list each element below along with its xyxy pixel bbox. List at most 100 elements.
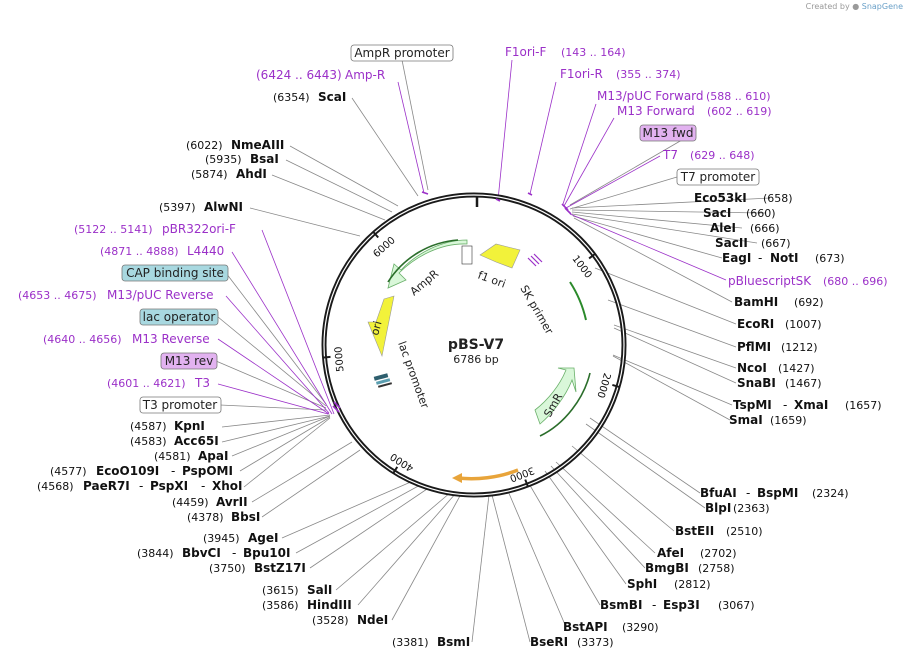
site-kpni-name: KpnI (174, 419, 205, 433)
svg-text:M13 fwd: M13 fwd (643, 126, 694, 140)
site-sacii-name: SacII (715, 236, 748, 250)
site-ecori-name: EcoRI (737, 317, 774, 331)
feature-label-f1ori: f1 ori (476, 269, 507, 291)
site-pspomi-name: PspOMI (182, 464, 233, 478)
site-bfuai-pos: (2324) (812, 487, 849, 500)
plasmid-size: 6786 bp (453, 353, 498, 366)
site-bmgbi-pos: (2758) (698, 562, 735, 575)
feature-sk-primer-site[interactable] (527, 253, 543, 267)
site-kpni-pos: (4587) (130, 420, 167, 433)
svg-text:-: - (652, 598, 656, 612)
site-alwni-name: AlwNI (204, 200, 243, 214)
feature-ori[interactable] (367, 295, 395, 358)
site-tspmi-pos: (1657) (845, 399, 882, 412)
site-agei-name: AgeI (248, 531, 278, 545)
site-nmeaiii-pos: (6022) (186, 139, 223, 152)
site-bamhi-pos: (692) (794, 296, 824, 309)
site-bsai-pos: (5935) (205, 153, 242, 166)
site-hindiii-name: HindIII (307, 598, 352, 612)
feature-label-sk-primer: SK primer (517, 283, 556, 337)
primer-leaders (217, 59, 727, 415)
svg-text:lac operator: lac operator (143, 310, 216, 324)
site-scai-name: ScaI (318, 90, 346, 104)
svg-text:-: - (232, 546, 236, 560)
site-alei-name: AleI (710, 221, 736, 235)
svg-text:-: - (171, 464, 175, 478)
box-cap-binding-site[interactable]: CAP binding site (121, 264, 229, 282)
site-eagi-name: EagI (722, 251, 751, 265)
box-lac-operator[interactable]: lac operator (139, 308, 219, 326)
box-m13-rev[interactable]: M13 rev (160, 352, 218, 370)
primer-t7-range: (629 .. 648) (690, 149, 755, 162)
site-snabi-pos: (1467) (785, 377, 822, 390)
feature-f1ori[interactable] (479, 243, 521, 269)
site-saci-name: SacI (703, 206, 731, 220)
site-noti-name: NotI (770, 251, 799, 265)
svg-text:T7 promoter: T7 promoter (680, 170, 756, 184)
feature-ampr[interactable] (387, 239, 468, 289)
site-avrii-pos: (4459) (172, 496, 209, 509)
site-ahdi-pos: (5874) (191, 168, 228, 181)
site-bstapi-pos: (3290) (622, 621, 659, 634)
site-ahdi-name: AhdI (236, 167, 267, 181)
site-labels-right: Eco53kI (658) SacI (660) AleI (666) SacI… (530, 191, 882, 649)
primer-m13puc-rev-name: M13/pUC Reverse (107, 288, 214, 302)
site-scai-pos: (6354) (273, 91, 310, 104)
box-t3-promoter[interactable]: T3 promoter (139, 396, 222, 414)
tick-label-2000: 2000 (594, 372, 612, 400)
site-bsmi-pos: (3381) (392, 636, 429, 649)
primer-pbr322ori-f-name: pBR322ori-F (162, 222, 236, 236)
site-ndei-name: NdeI (357, 613, 388, 627)
site-bstz17i-name: BstZ17I (254, 561, 306, 575)
primer-pbluescriptsk-name: pBluescriptSK (728, 274, 812, 288)
site-bsmbi-name: BsmBI (600, 598, 642, 612)
primer-pbr322ori-f-range: (5122 .. 5141) (74, 223, 153, 236)
site-nmeaiii-name: NmeAIII (231, 138, 284, 152)
ampr-promoter-mark (461, 245, 473, 265)
site-paer7i-name: PaeR7I (83, 479, 130, 493)
svg-text:M13 rev: M13 rev (165, 354, 214, 368)
site-apai-name: ApaI (198, 449, 228, 463)
primer-t3-name: T3 (194, 376, 210, 390)
tick-mark-4000 (392, 466, 399, 475)
site-bpu10i-name: Bpu10I (243, 546, 290, 560)
box-m13-fwd[interactable]: M13 fwd (639, 124, 697, 142)
site-ndei-pos: (3528) (312, 614, 349, 627)
box-ampr-promoter[interactable]: AmpR promoter (350, 44, 454, 62)
primer-l4440-range: (4871 .. 4888) (100, 245, 179, 258)
svg-text:T3 promoter: T3 promoter (142, 398, 218, 412)
site-eco53ki-name: Eco53kI (694, 191, 747, 205)
site-bstapi-name: BstAPI (563, 620, 608, 634)
site-avrii-name: AvrII (216, 495, 248, 509)
plasmid-name: pBS-V7 (448, 337, 504, 353)
primer-labels: (6424 .. 6443) Amp-R F1ori-F (143 .. 164… (18, 45, 888, 390)
svg-text:-: - (139, 479, 143, 493)
primer-amp-r-name: Amp-R (345, 68, 385, 82)
svg-text:AmpR promoter: AmpR promoter (354, 46, 449, 60)
primer-t7-name: T7 (662, 148, 678, 162)
primer-f1ori-f-range: (143 .. 164) (561, 46, 626, 59)
site-saci-pos: (660) (746, 207, 776, 220)
feature-arc-green-right (569, 281, 587, 321)
site-blpi-pos: (2363) (733, 502, 770, 515)
svg-text:-: - (758, 251, 762, 265)
box-t7-promoter[interactable]: T7 promoter (676, 168, 760, 186)
site-alwni-pos: (5397) (159, 201, 196, 214)
site-bfuai-name: BfuAI (700, 486, 737, 500)
snapgene-logo-icon: ● (852, 2, 860, 11)
site-paer7i-pos: (4568) (37, 480, 74, 493)
site-smai-name: SmaI (729, 413, 763, 427)
site-bspmi-name: BspMI (757, 486, 798, 500)
site-bmgbi-name: BmgBI (645, 561, 689, 575)
site-bsmi-name: BsmI (437, 635, 470, 649)
tick-mark-3000 (524, 479, 530, 488)
site-bseri-name: BseRI (530, 635, 568, 649)
tick-label-6000: 6000 (371, 235, 397, 260)
tick-mark-5000 (322, 355, 331, 359)
site-bbvci-name: BbvCI (182, 546, 221, 560)
feature-smr[interactable] (534, 367, 591, 437)
credit-brand: SnapGene (861, 2, 903, 11)
site-snabi-name: SnaBI (737, 376, 776, 390)
svg-text:CAP binding site: CAP binding site (126, 266, 224, 280)
